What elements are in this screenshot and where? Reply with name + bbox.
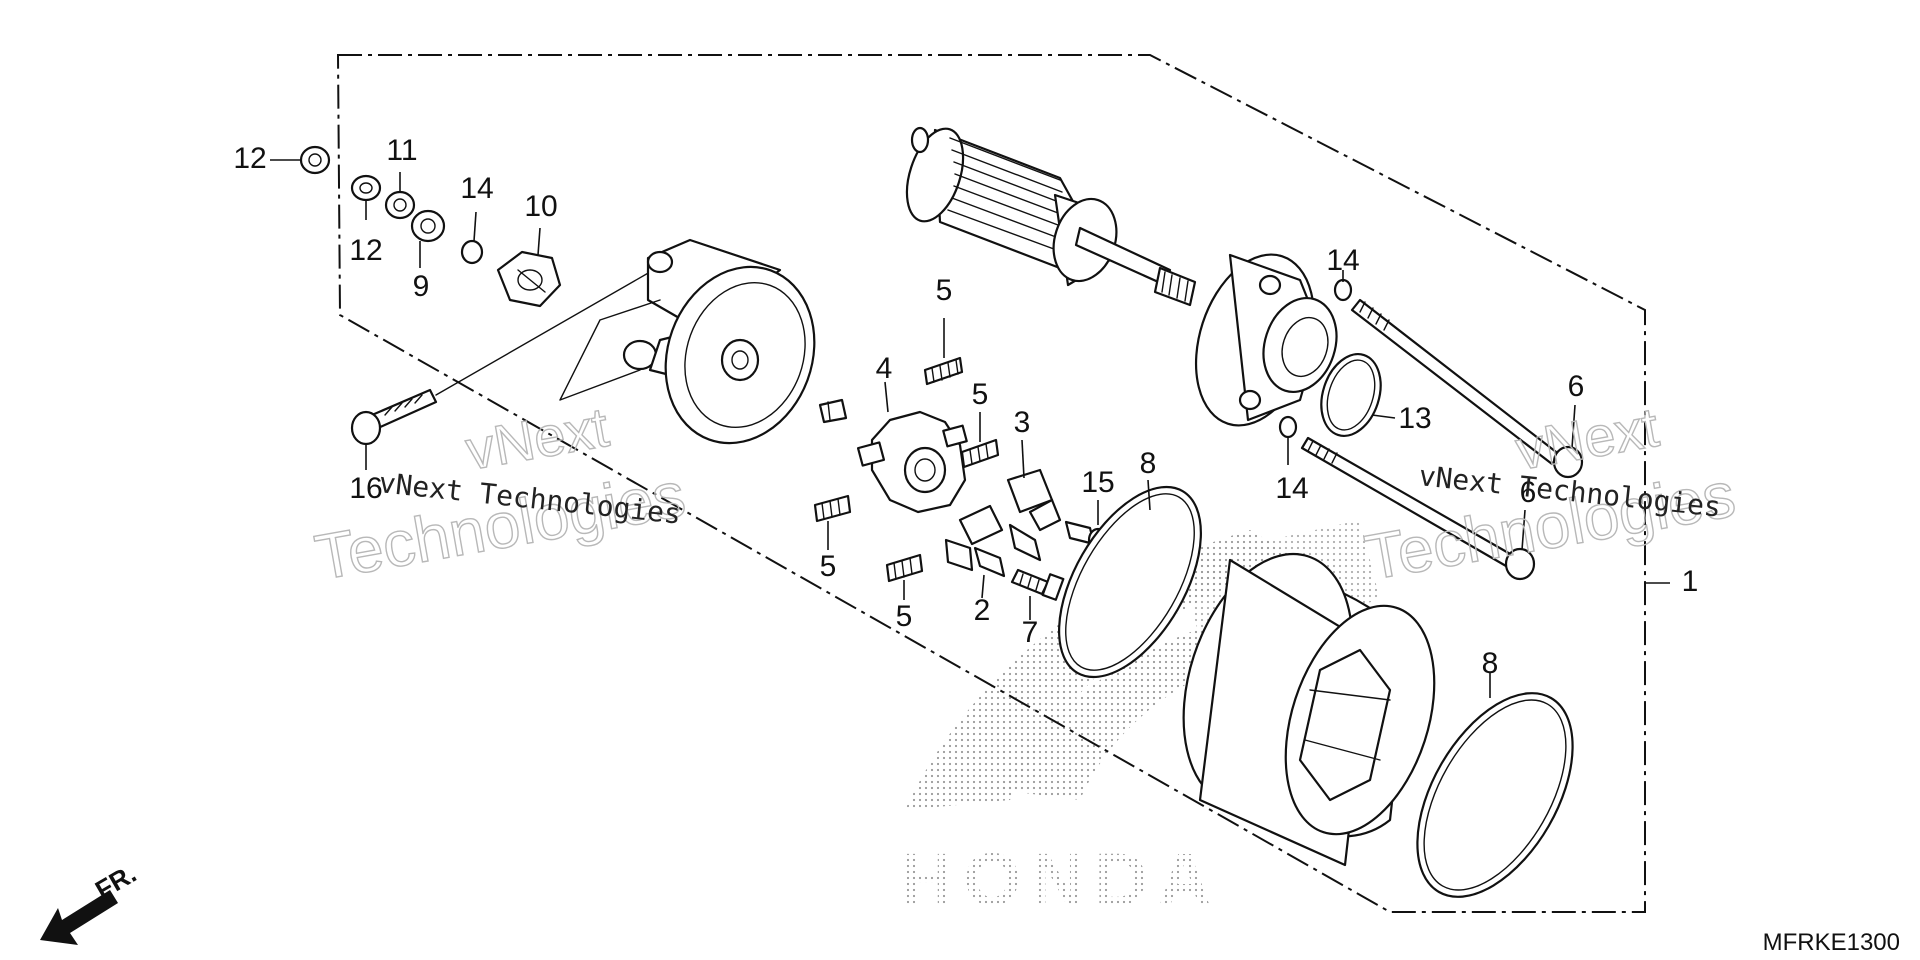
callout-13: 13: [1398, 402, 1431, 435]
part-14-o-ring-lower-right: [1278, 415, 1298, 465]
callout-14-lower-right: 14: [1275, 472, 1308, 505]
part-11-washer: [384, 172, 416, 220]
part-10-insulator: [496, 227, 562, 308]
callout-7: 7: [1022, 616, 1039, 649]
part-5-spring-b: [960, 412, 1000, 469]
callout-5-left: 5: [820, 550, 837, 583]
part-6-through-bolt-lower: [1300, 436, 1536, 581]
part-6-through-bolt-upper: [1350, 298, 1584, 479]
diagram-code: MFRKE1300: [1763, 929, 1900, 956]
part-3-brush-set: [1006, 439, 1062, 562]
callout-2: 2: [974, 594, 991, 627]
arrow-down-left-icon: [40, 890, 118, 945]
armature: [905, 126, 1197, 307]
part-8-o-ring-right: [1416, 672, 1574, 898]
part-2-brush-set: [944, 504, 1006, 599]
callout-12-lower: 12: [349, 234, 382, 267]
part-13-o-ring: [1320, 353, 1396, 437]
part-9-bushing: [410, 209, 446, 268]
part-5-spring-c: [813, 494, 852, 550]
honda-brand-text: HONDA: [900, 838, 1221, 921]
part-16-long-bolt: [350, 271, 651, 470]
part-12-nut-top: [270, 145, 331, 175]
terminal-clip: [818, 398, 848, 424]
part-7-terminal-screw: [1010, 568, 1065, 620]
front-direction-indicator: FR.: [40, 858, 141, 945]
callout-5-top: 5: [936, 274, 953, 307]
callout-6-lower: 6: [1520, 476, 1537, 509]
assembly-frame-outline: [336, 54, 1646, 913]
callout-15: 15: [1081, 466, 1114, 499]
part-8-o-ring-center: [1058, 479, 1202, 679]
part-12-nut-lower: [350, 174, 382, 220]
callout-9: 9: [413, 270, 430, 303]
callout-1: 1: [1682, 565, 1699, 598]
callout-8-right: 8: [1482, 647, 1499, 680]
yoke-motor-case: [1182, 552, 1436, 867]
watermark-outline-word1-right: vNext: [1511, 395, 1663, 482]
part-5-spring-d: [885, 553, 924, 600]
callout-5-mid: 5: [972, 378, 989, 411]
front-cover: [1194, 253, 1338, 427]
callout-6-upper: 6: [1568, 370, 1585, 403]
callout-12-top: 12: [233, 142, 266, 175]
part-14-o-ring-upper-right: [1333, 270, 1353, 302]
callout-14-top: 14: [460, 172, 493, 205]
watermark-outline-word1-left: vNext: [461, 395, 613, 482]
callout-4: 4: [876, 352, 893, 385]
callout-8-center: 8: [1140, 447, 1157, 480]
callout-3: 3: [1014, 406, 1031, 439]
callout-14-upper-right: 14: [1326, 244, 1359, 277]
part-14-o-ring-top: [460, 211, 484, 265]
part-4-brush-holder: [856, 381, 968, 514]
callout-labels: 12 12 11 9 14 10 16 5 5 5 5 4 3 2 7 15 8…: [233, 134, 1698, 680]
part-5-spring-a: [923, 318, 964, 386]
callout-5-bottom: 5: [896, 600, 913, 633]
callout-16: 16: [349, 472, 382, 505]
rear-cover-housing: [559, 238, 816, 445]
callout-10: 10: [524, 190, 557, 223]
callout-11: 11: [386, 134, 417, 167]
